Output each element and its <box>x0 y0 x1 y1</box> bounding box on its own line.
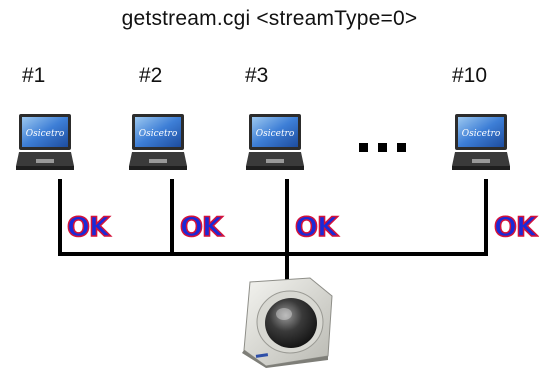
status-ok-2: OK <box>179 212 223 243</box>
client-label-2: #2 <box>139 64 163 87</box>
status-ok-3: OK <box>294 212 338 243</box>
laptop-icon: Osicetro <box>452 114 510 170</box>
laptop-icon: Osicetro <box>246 114 304 170</box>
laptop-icon: Osicetro <box>16 114 74 170</box>
laptop-icon: Osicetro <box>129 114 187 170</box>
client-label-3: #3 <box>245 64 269 87</box>
laptop-screen-text: Osicetro <box>462 129 501 139</box>
client-label-10: #10 <box>452 64 488 87</box>
diagram-title: getstream.cgi <streamType=0> <box>121 7 418 30</box>
client-label-1: #1 <box>22 64 46 87</box>
laptop-screen-text: Osicetro <box>256 129 295 139</box>
laptop-screen-text: Osicetro <box>26 129 65 139</box>
laptop-screen-text: Osicetro <box>139 129 178 139</box>
ip-camera-icon <box>242 277 333 368</box>
status-ok-1: OK <box>66 212 110 243</box>
status-ok-10: OK <box>493 212 537 243</box>
